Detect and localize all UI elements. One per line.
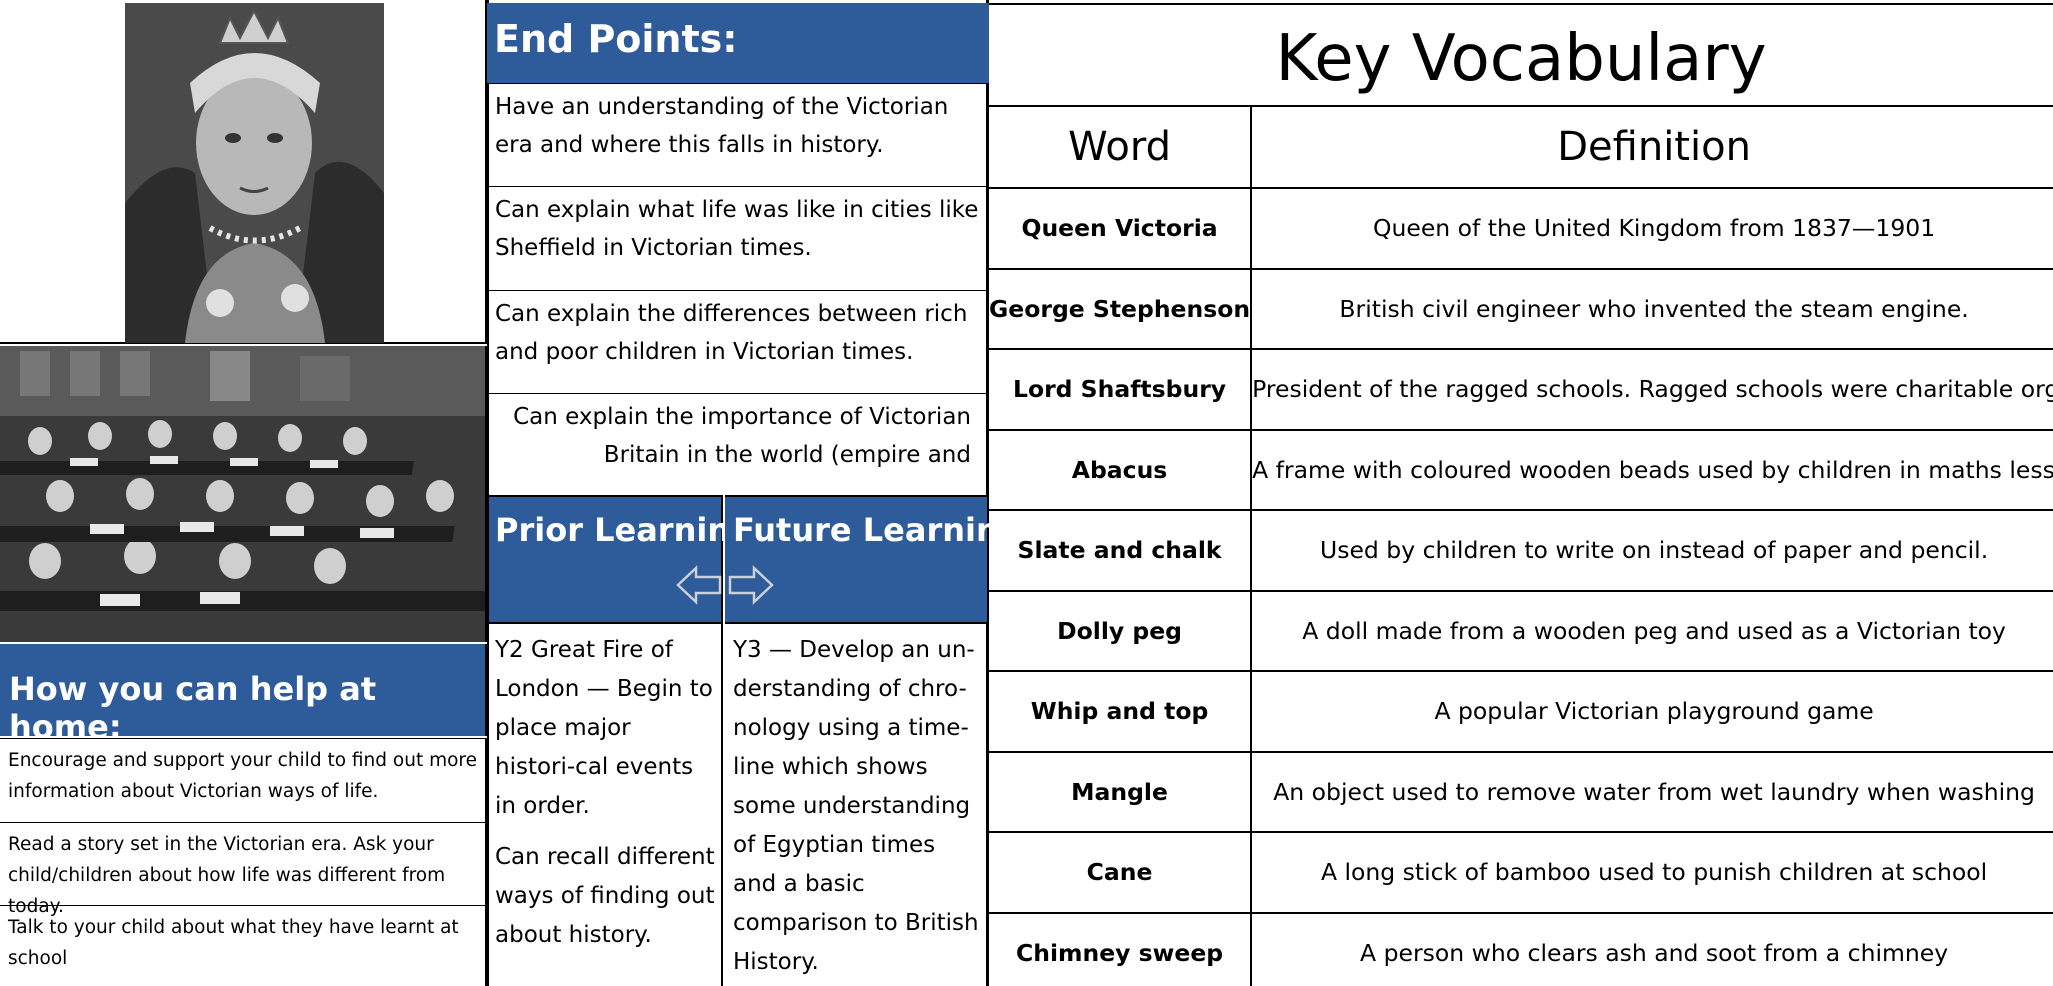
vocab-word: Mangle — [989, 750, 1253, 833]
classroom-illustration — [0, 346, 485, 642]
future-learning-body: Y3 — Develop an un-derstanding of chro-n… — [725, 622, 987, 986]
vocab-definition: An object used to remove water from wet … — [1250, 750, 2053, 833]
vocab-definition-text: A person who clears ash and soot from a … — [1360, 938, 1949, 967]
vocab-definition-text: An object used to remove water from wet … — [1273, 777, 2035, 806]
vocab-definition-text: Queen of the United Kingdom from 1837—19… — [1373, 214, 1936, 243]
table-row: Chimney sweep A person who clears ash and… — [989, 911, 2053, 986]
vocab-word: Dolly peg — [989, 589, 1253, 672]
vocab-definition-text: A popular Victorian playground game — [1434, 697, 1874, 726]
prior-learning-header: Prior Learning — [489, 495, 753, 622]
vocab-definition-text: President of the ragged schools. Ragged … — [1252, 375, 2053, 404]
vocab-definition: Used by children to write on instead of … — [1250, 509, 2053, 592]
vocab-definition: Queen of the United Kingdom from 1837—19… — [1250, 187, 2053, 270]
vocab-word: Abacus — [989, 428, 1253, 511]
end-point-item: Can explain the importance of Victorian … — [489, 393, 987, 495]
vocabulary-header-row: Word Definition — [989, 107, 2053, 189]
word-column-header: Word — [989, 107, 1253, 189]
vocab-definition-text: British civil engineer who invented the … — [1339, 294, 1969, 323]
victorian-classroom-image — [0, 346, 487, 642]
prior-learning-text: Can recall different ways of finding out… — [495, 844, 715, 948]
help-at-home-header: How you can help at home: — [0, 644, 487, 746]
queen-victoria-portrait-image — [125, 3, 384, 343]
end-points-header: End Points: — [487, 3, 989, 83]
vocab-word: Whip and top — [989, 670, 1253, 753]
middle-column — [487, 0, 989, 986]
vocab-definition-text: A frame with coloured wooden beads used … — [1252, 455, 2053, 484]
table-row: Mangle An object used to remove water fro… — [989, 750, 2053, 833]
vocab-definition: A frame with coloured wooden beads used … — [1250, 428, 2053, 511]
vocab-definition: British civil engineer who invented the … — [1250, 267, 2053, 350]
future-learning-header: Future Learning — [725, 495, 1022, 622]
end-point-item: Have an understanding of the Victorian e… — [489, 83, 987, 186]
vocab-definition: A long stick of bamboo used to punish ch… — [1250, 831, 2053, 914]
future-learning-title: Future Learning — [733, 511, 1022, 549]
arrow-left-icon — [676, 565, 722, 616]
prior-learning-title: Prior Learning — [495, 511, 754, 549]
end-point-item: Can explain what life was like in cities… — [489, 186, 987, 290]
end-point-item: Can explain the differences between rich… — [489, 290, 987, 393]
vocab-word: Lord Shaftsbury — [989, 348, 1253, 431]
prior-learning-body: Y2 Great Fire of London — Begin to place… — [489, 622, 723, 986]
portrait-illustration — [125, 3, 384, 343]
portrait-panel — [0, 0, 487, 344]
arrow-right-icon — [728, 565, 774, 616]
vocab-definition: A person who clears ash and soot from a … — [1250, 911, 2053, 986]
table-row: Slate and chalk Used by children to write… — [989, 509, 2053, 592]
key-vocabulary-title: Key Vocabulary — [989, 5, 2053, 107]
table-row: Dolly peg A doll made from a wooden peg a… — [989, 589, 2053, 672]
prior-learning-text: Y2 Great Fire of London — Begin to place… — [495, 637, 713, 819]
vocab-word: George Stephenson — [989, 267, 1253, 350]
vocab-definition: A doll made from a wooden peg and used a… — [1250, 589, 2053, 672]
vocabulary-table: Word Definition Queen Victoria Queen of t… — [989, 107, 2053, 986]
key-vocabulary-panel: Key Vocabulary Word Definition Queen Vic… — [989, 3, 2053, 986]
vocab-definition: President of the ragged schools. Ragged … — [1250, 348, 2053, 431]
vocab-word: Slate and chalk — [989, 509, 1253, 592]
help-item: Read a story set in the Victorian era. A… — [0, 822, 487, 917]
vocab-definition-text: Used by children to write on instead of … — [1320, 536, 1989, 565]
table-row: Whip and top A popular Victorian playgrou… — [989, 670, 2053, 753]
end-points-title: End Points: — [494, 17, 738, 61]
table-row: George Stephenson British civil engineer … — [989, 267, 2053, 350]
help-item: Talk to your child about what they have … — [0, 905, 487, 986]
vocab-word: Chimney sweep — [989, 911, 1253, 986]
arrow-left-icon-shape — [676, 565, 722, 605]
table-row: Cane A long stick of bamboo used to punis… — [989, 831, 2053, 914]
vocab-definition-text: A doll made from a wooden peg and used a… — [1302, 616, 2006, 645]
table-row: Queen Victoria Queen of the United Kingdo… — [989, 187, 2053, 270]
arrow-right-icon-shape — [728, 565, 774, 605]
definition-column-header: Definition — [1250, 107, 2053, 189]
vocab-word: Queen Victoria — [989, 187, 1253, 270]
future-learning-text: Y3 — Develop an un-derstanding of chro-n… — [733, 637, 979, 975]
help-at-home-title: How you can help at home: — [9, 670, 377, 746]
vocab-word: Cane — [989, 831, 1253, 914]
vocab-definition-text: A long stick of bamboo used to punish ch… — [1320, 858, 1988, 887]
help-item: Encourage and support your child to find… — [0, 738, 487, 822]
vocab-definition: A popular Victorian playground game — [1250, 670, 2053, 753]
